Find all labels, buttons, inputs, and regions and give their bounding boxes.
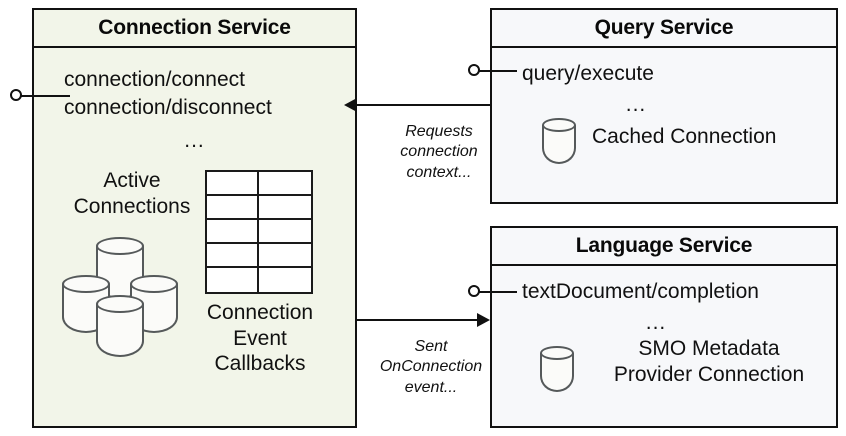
operation-query-execute: query/execute (522, 62, 654, 85)
query-service-title: Query Service (594, 16, 734, 39)
active-connections-label: Active Connections (52, 168, 212, 219)
query-service-body: query/execute ... Cached Connection (492, 48, 836, 202)
connection-event-callbacks-table-icon (205, 170, 313, 294)
callbacks-label-line1: Connection (206, 301, 314, 324)
callbacks-label-line2: Event (233, 326, 287, 350)
active-connections-label-line1: Active (103, 169, 161, 192)
language-service-operations: textDocument/completion (522, 278, 759, 306)
database-cylinder-icon (542, 118, 576, 164)
arrowhead-right-icon (477, 313, 490, 327)
component-connection-service[interactable]: Connection Service connection/connect co… (32, 8, 357, 428)
connection-service-header: Connection Service (34, 10, 355, 48)
connection-service-title: Connection Service (98, 16, 291, 39)
cylinder-cluster-icon (54, 233, 209, 357)
connector-label-sent-onconnection-event: Sent OnConnection event... (356, 337, 506, 398)
connection-service-body: connection/connect connection/disconnect… (34, 48, 355, 426)
connector-label-line3: context... (406, 163, 472, 181)
operation-connection-disconnect: connection/disconnect (64, 95, 272, 119)
connector-label-line2: OnConnection (379, 358, 483, 376)
connection-service-provided-interface-icon[interactable] (10, 88, 70, 104)
query-service-ellipsis: ... (625, 93, 647, 116)
query-service-header: Query Service (492, 10, 836, 48)
smo-metadata-label-line1: SMO Metadata (638, 337, 780, 360)
component-query-service[interactable]: Query Service query/execute ... Cached C… (490, 8, 838, 204)
language-service-ellipsis: ... (645, 311, 667, 334)
language-service-header: Language Service (492, 228, 836, 266)
connection-event-callbacks-label: Connection Event Callbacks (194, 300, 326, 377)
connector-label-line1: Sent (414, 338, 448, 355)
smo-metadata-provider-label: SMO Metadata Provider Connection (584, 336, 834, 387)
language-service-title: Language Service (575, 234, 753, 257)
database-cylinder-icon (96, 295, 144, 357)
operation-connection-connect: connection/connect (64, 68, 245, 91)
callbacks-label-line3: Callbacks (214, 352, 306, 376)
language-service-body: textDocument/completion ... SMO Metadata… (492, 266, 836, 426)
query-service-provided-interface-icon[interactable] (468, 63, 517, 79)
connector-line (357, 104, 490, 106)
active-connections-label-line2: Connections (73, 194, 191, 218)
cached-connection-label: Cached Connection (592, 125, 777, 148)
connector-label-line1: Requests (405, 123, 473, 140)
database-cylinder-icon (540, 346, 574, 392)
connector-line (357, 319, 477, 321)
operation-textdocument-completion: textDocument/completion (522, 280, 759, 303)
connection-service-ellipsis: ... (184, 129, 205, 152)
connector-label-line2: connection (400, 143, 478, 161)
smo-metadata-label-line2: Provider Connection (613, 362, 805, 386)
component-language-service[interactable]: Language Service textDocument/completion… (490, 226, 838, 428)
arrowhead-left-icon (344, 98, 357, 112)
connector-label-line3: event... (404, 378, 458, 396)
connector-label-requests-connection-context: Requests connection context... (364, 122, 514, 183)
connection-service-operations: connection/connect connection/disconnect (64, 66, 272, 121)
language-service-provided-interface-icon[interactable] (468, 284, 517, 300)
query-service-operations: query/execute (522, 60, 654, 88)
